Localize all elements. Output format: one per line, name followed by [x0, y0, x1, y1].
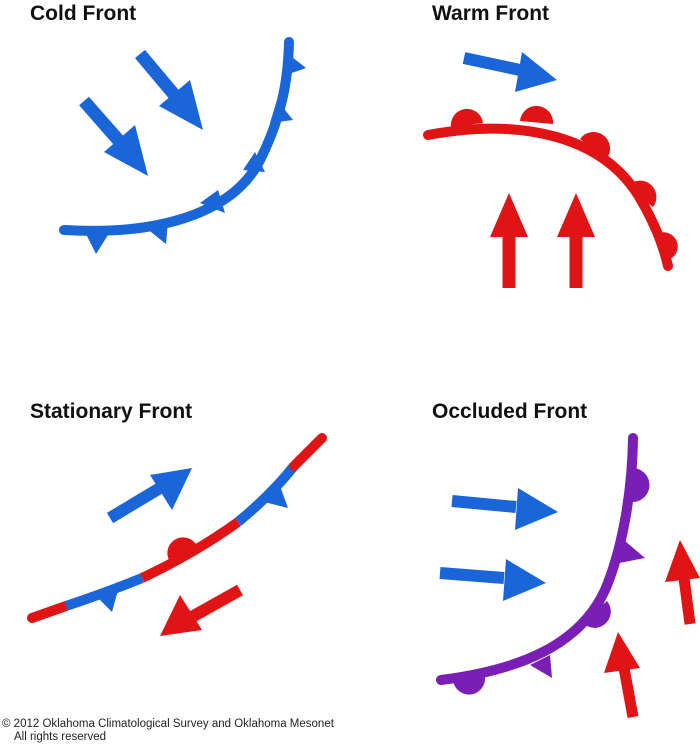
occluded-arrow-blue-1 — [451, 488, 558, 530]
warm-front-semicircle-icon — [450, 108, 483, 127]
warm-front-line — [423, 123, 673, 271]
occluded-arrow-blue-2 — [439, 559, 546, 601]
warm-air-arrow-up-2 — [557, 193, 595, 288]
stationary-front-title: Stationary Front — [30, 400, 193, 423]
occluded-front-panel — [436, 433, 700, 718]
cold-front-triangle-icon — [286, 53, 306, 75]
copyright-line: © 2012 Oklahoma Climatological Survey an… — [2, 718, 334, 730]
stationary-arrow-down — [160, 584, 243, 636]
occluded-arrow-red-1 — [604, 632, 640, 718]
occluded-front-semicircle-icon — [632, 467, 650, 502]
cold-front-title: Cold Front — [30, 2, 137, 25]
warm-front-semicircle-icon — [627, 180, 657, 207]
cold-front-triangle-icon — [200, 190, 225, 213]
occluded-front-line — [436, 433, 638, 685]
cold-front-triangle-icon — [270, 100, 293, 123]
cold-front-triangle-icon — [146, 221, 168, 244]
stationary-front-segment-blue — [234, 462, 298, 526]
stationary-front-semicircle-icon — [167, 537, 197, 560]
occluded-front-title: Occluded Front — [432, 400, 588, 423]
occluded-front-triangle-icon — [619, 541, 645, 563]
cold-front-line — [59, 37, 294, 236]
warm-front-title: Warm Front — [432, 2, 550, 25]
warm-front-semicircle-icon — [580, 131, 611, 158]
cold-front-triangle-icon — [86, 234, 108, 254]
stationary-front-segment-red — [139, 517, 241, 583]
stationary-front-segment-red — [27, 601, 71, 623]
stationary-front-triangle-icon — [96, 590, 118, 612]
occluded-arrow-red-2 — [665, 540, 700, 625]
stationary-front-segment-red — [289, 433, 327, 471]
cold-front-panel — [59, 37, 306, 254]
occluded-front-semicircle-icon — [582, 601, 611, 628]
warm-front-panel — [423, 52, 678, 288]
stationary-front-panel — [27, 433, 327, 636]
warm-front-semicircle-icon — [520, 105, 554, 124]
occluded-front-semicircle-icon — [453, 677, 486, 695]
warm-air-arrow-up-1 — [490, 193, 528, 288]
stationary-arrow-up — [106, 468, 192, 524]
stationary-front-segment-blue — [64, 573, 144, 611]
warm-air-arrow-top — [462, 52, 557, 92]
cold-air-arrow-1 — [79, 96, 148, 176]
rights-line: All rights reserved — [14, 731, 107, 743]
occluded-front-triangle-icon — [530, 655, 552, 678]
warm-front-semicircle-icon — [659, 232, 678, 260]
cold-front-triangle-icon — [243, 152, 265, 172]
stationary-front-triangle-icon — [264, 486, 288, 508]
cold-air-arrow-2 — [135, 49, 203, 130]
